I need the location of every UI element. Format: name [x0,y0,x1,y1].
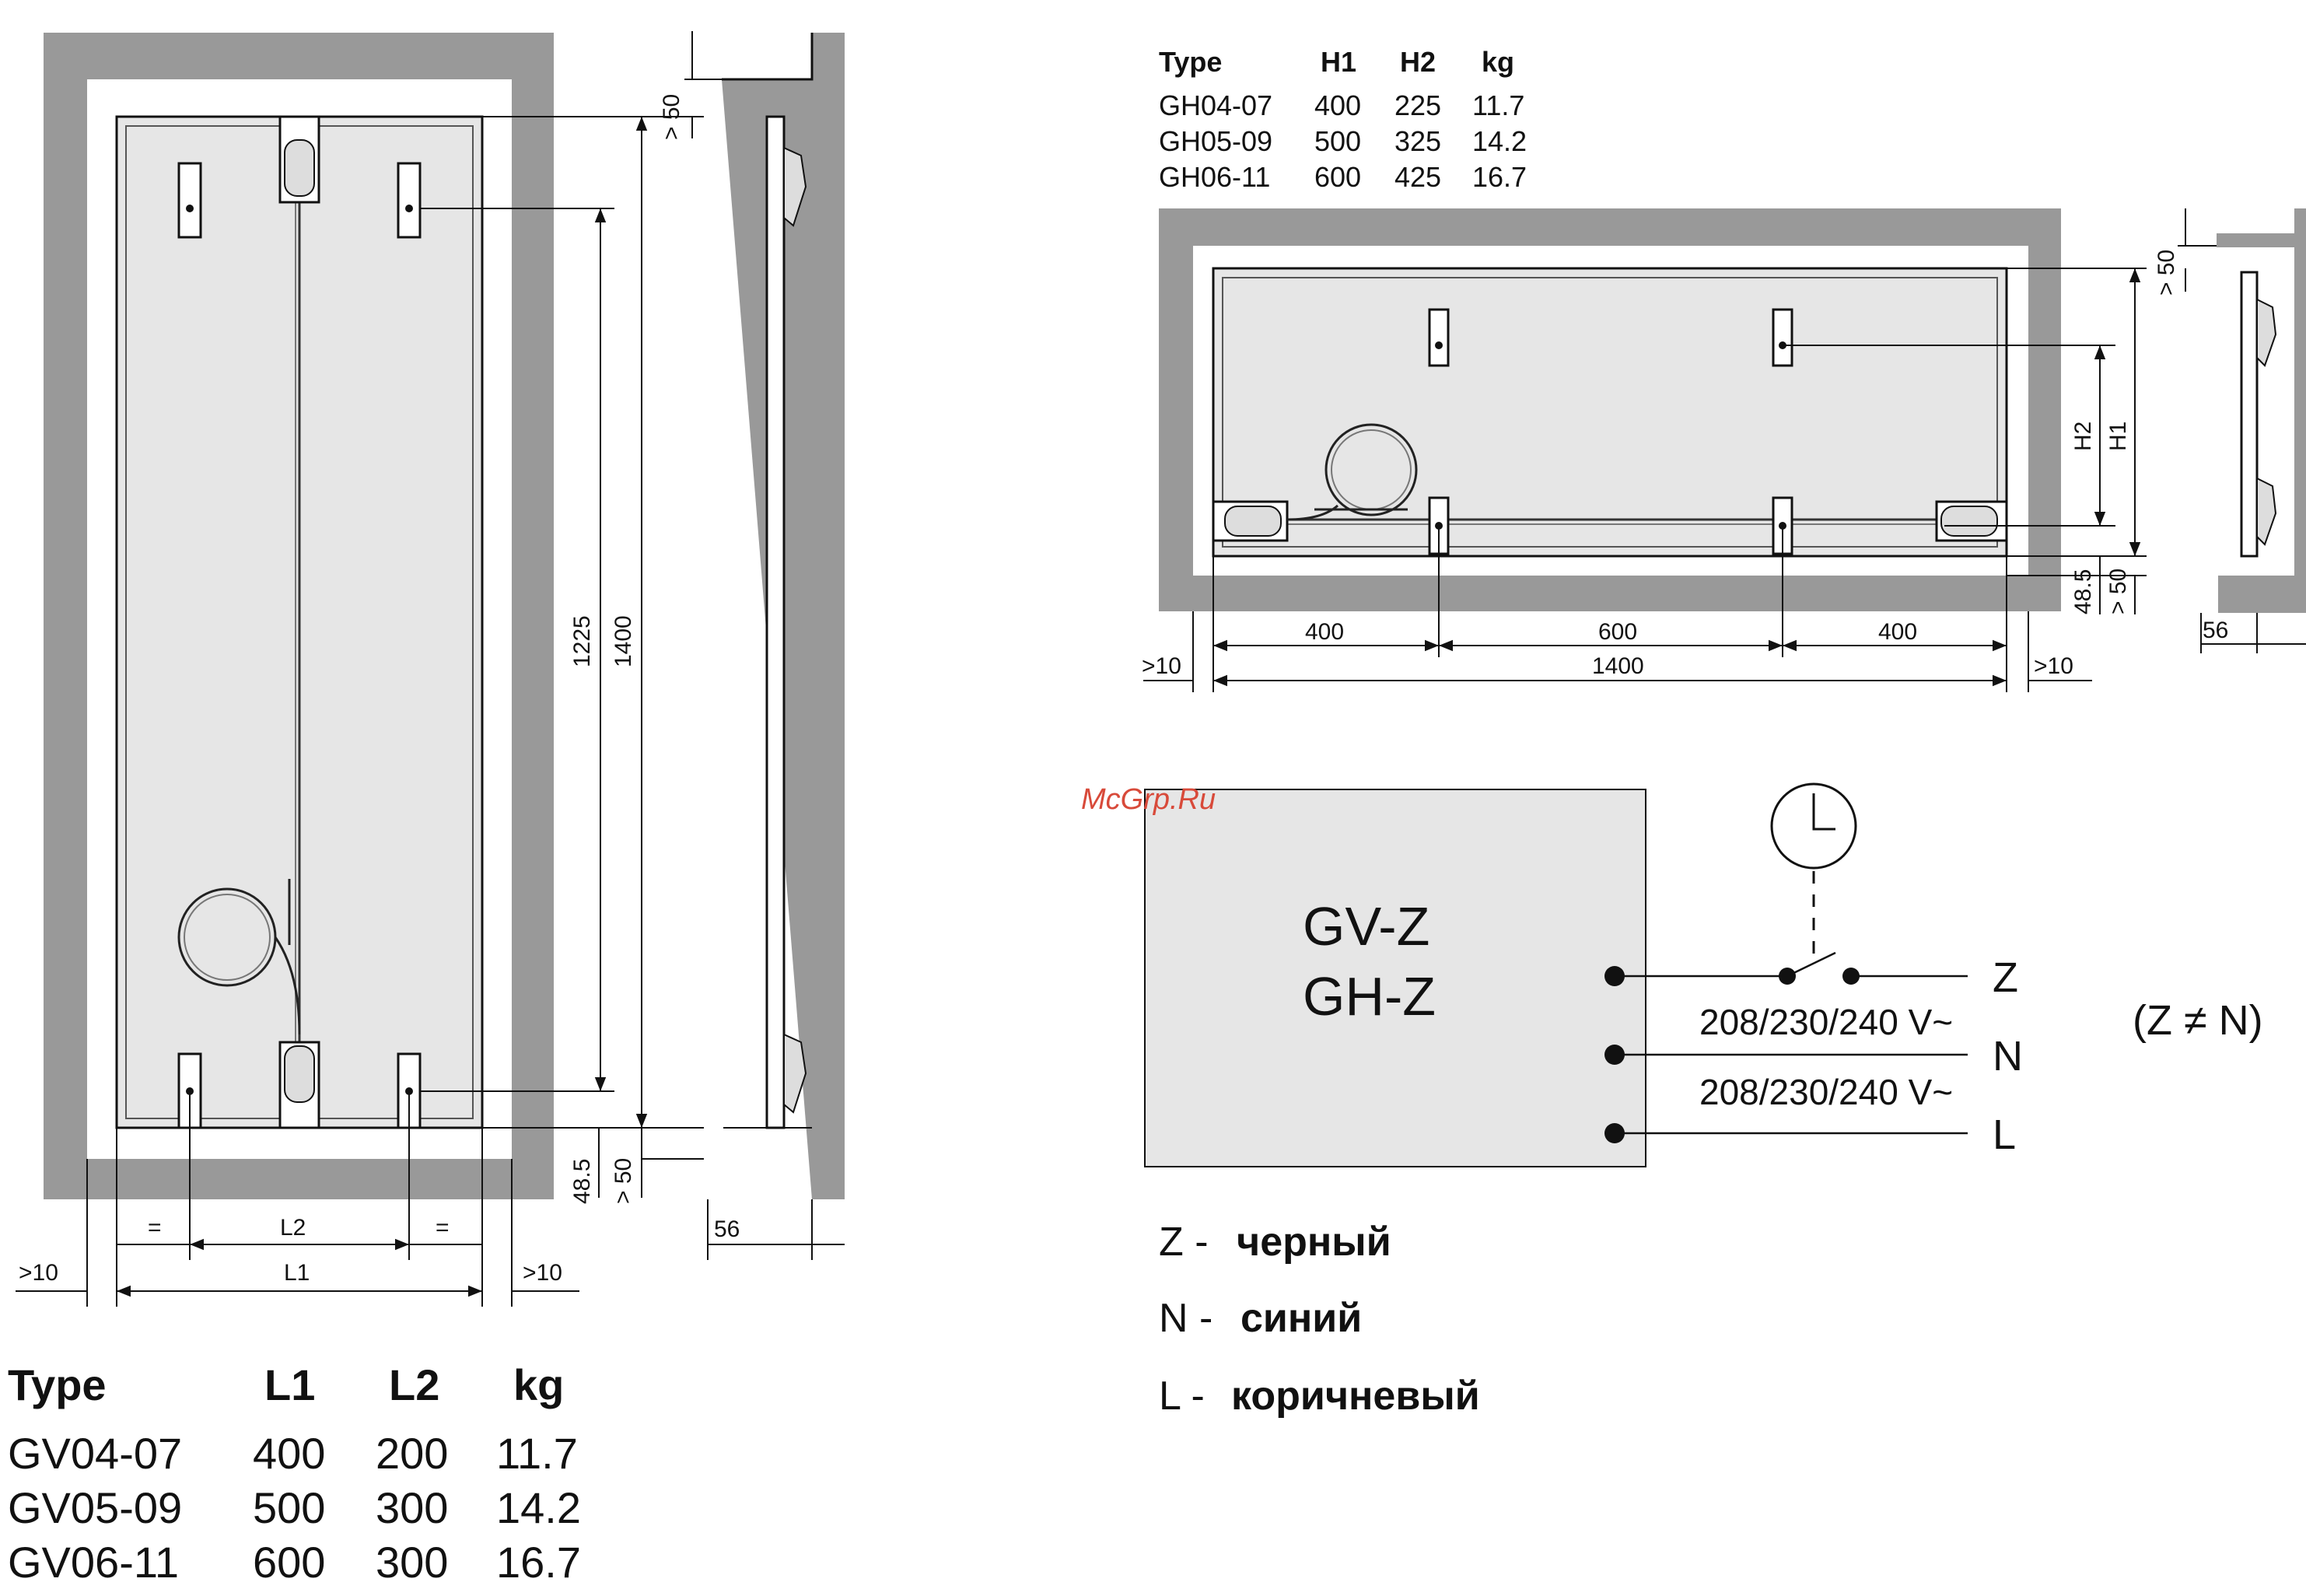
vt-row2-l2: 300 [376,1483,448,1532]
horizontal-installation-drawing: > 50 H2 H1 48.5 > 50 400 600 400 1400 >1… [1142,208,2306,692]
ht-row2-h2: 325 [1394,125,1441,157]
horizontal-side-view [2217,208,2306,613]
ht-row1-h2: 225 [1394,89,1441,121]
vertical-dim-gap-top: > 50 [659,94,684,140]
vt-row3-l1: 600 [253,1538,325,1587]
horizontal-dimension-lines [1143,208,2306,692]
horizontal-wall-niche [1159,208,2061,611]
vertical-dim-offset-48-5: 48.5 [569,1159,595,1204]
vertical-dim-1225: 1225 [569,615,595,667]
vertical-dim-1400: 1400 [611,615,636,667]
legend-n-code: N - [1159,1296,1212,1341]
voltage-label-1: 208/230/240 V~ [1699,1002,1953,1042]
horizontal-dim-h1: H1 [2105,422,2131,451]
ht-row2-type: GH05-09 [1159,125,1272,157]
voltage-label-2: 208/230/240 V~ [1699,1072,1953,1112]
vertical-dim-l2: L2 [280,1215,306,1241]
vertical-dim-clear-right: >10 [523,1260,562,1286]
wire-color-legend: Z - черный N - синий L - коричневый [1159,1220,1480,1419]
horizontal-dim-clear-left: >10 [1142,653,1181,679]
vertical-dim-clear-left: >10 [19,1260,58,1286]
vertical-dim-depth-56: 56 [714,1216,740,1242]
control-box-label-gv: GV-Z [1303,896,1429,957]
control-box [1144,789,1646,1167]
control-box-label-gh: GH-Z [1303,966,1436,1027]
horizontal-spec-table: Type H1 H2 kg GH04-07 400 225 11.7 GH05-… [1159,46,1527,193]
horizontal-dim-gap-top: > 50 [2154,250,2179,296]
vt-header-type: Type [8,1360,107,1409]
z-not-n-note: (Z ≠ N) [2133,997,2263,1044]
horizontal-dim-seg-left: 400 [1305,619,1344,645]
vt-row1-l2: 200 [376,1429,448,1478]
horizontal-dim-gap-bottom: > 50 [2105,569,2131,614]
ht-row1-h1: 400 [1314,89,1361,121]
terminal-label-l: L [1993,1111,2016,1158]
vt-row3-l2: 300 [376,1538,448,1587]
vertical-dim-eq-left: = [148,1215,162,1241]
horizontal-dim-seg-right: 400 [1878,619,1917,645]
vt-row2-kg: 14.2 [496,1483,581,1532]
ht-row3-h2: 425 [1394,161,1441,193]
legend-l-code: L - [1159,1374,1205,1419]
horizontal-dim-total: 1400 [1592,653,1644,679]
vertical-installation-drawing: > 50 1225 1400 48.5 > 50 = L2 = L1 >10 >… [16,31,845,1307]
horizontal-dim-depth-56: 56 [2203,618,2228,643]
vertical-spec-table: Type L1 L2 kg GV04-07 400 200 11.7 GV05-… [8,1360,581,1587]
vt-header-l1: L1 [264,1360,315,1409]
vt-row2-type: GV05-09 [8,1483,182,1532]
terminal-label-z: Z [1993,954,2018,1001]
horizontal-dim-h2: H2 [2070,422,2096,451]
legend-l-text: коричневый [1231,1374,1480,1419]
vt-row3-type: GV06-11 [8,1538,179,1587]
wiring-diagram: GV-Z GH-Z 208/230/240 V~ 208/230/240 V~ … [1144,782,2263,1167]
ht-header-type: Type [1159,46,1222,78]
ht-header-h1: H1 [1321,46,1356,78]
horizontal-dim-offset-48-5: 48.5 [2070,569,2096,614]
ht-header-h2: H2 [1400,46,1436,78]
vertical-dimension-lines [16,31,845,1307]
timer-clock-icon [1770,782,1857,964]
vt-row2-l1: 500 [253,1483,325,1532]
ht-row2-h1: 500 [1314,125,1361,157]
ht-row3-h1: 600 [1314,161,1361,193]
vertical-cable-coil [177,879,301,1035]
vertical-dim-gap-bottom: > 50 [611,1158,636,1204]
vt-row1-type: GV04-07 [8,1429,182,1478]
vertical-dim-l1: L1 [284,1260,310,1286]
ht-row2-kg: 14.2 [1472,125,1527,157]
wiring-terminal-dots [1604,966,1860,1143]
vt-row1-l1: 400 [253,1429,325,1478]
vertical-dim-eq-right: = [436,1215,450,1241]
ht-row1-type: GH04-07 [1159,89,1272,121]
ht-row1-kg: 11.7 [1472,89,1524,121]
horizontal-cable-coil [1286,423,1418,521]
watermark: McGrp.Ru [1081,783,1216,816]
vertical-side-view [722,33,845,1199]
horizontal-mount-brackets [1428,308,1793,555]
vertical-wall-niche [44,33,554,1199]
legend-z-text: черный [1237,1220,1391,1265]
legend-n-text: синий [1240,1296,1362,1341]
ht-header-kg: kg [1482,46,1514,78]
legend-z-code: Z - [1159,1220,1209,1265]
terminal-label-n: N [1993,1033,2023,1080]
ht-row3-type: GH06-11 [1159,161,1270,193]
ht-row3-kg: 16.7 [1472,161,1527,193]
vt-row3-kg: 16.7 [496,1538,581,1587]
horizontal-dim-clear-right: >10 [2034,653,2073,679]
wiring-lines [1615,951,1968,1135]
horizontal-heater-panel [1212,267,2008,558]
vt-row1-kg: 11.7 [496,1429,578,1478]
vt-header-kg: kg [513,1360,564,1409]
horizontal-dim-seg-mid: 600 [1598,619,1637,645]
vt-header-l2: L2 [389,1360,439,1409]
